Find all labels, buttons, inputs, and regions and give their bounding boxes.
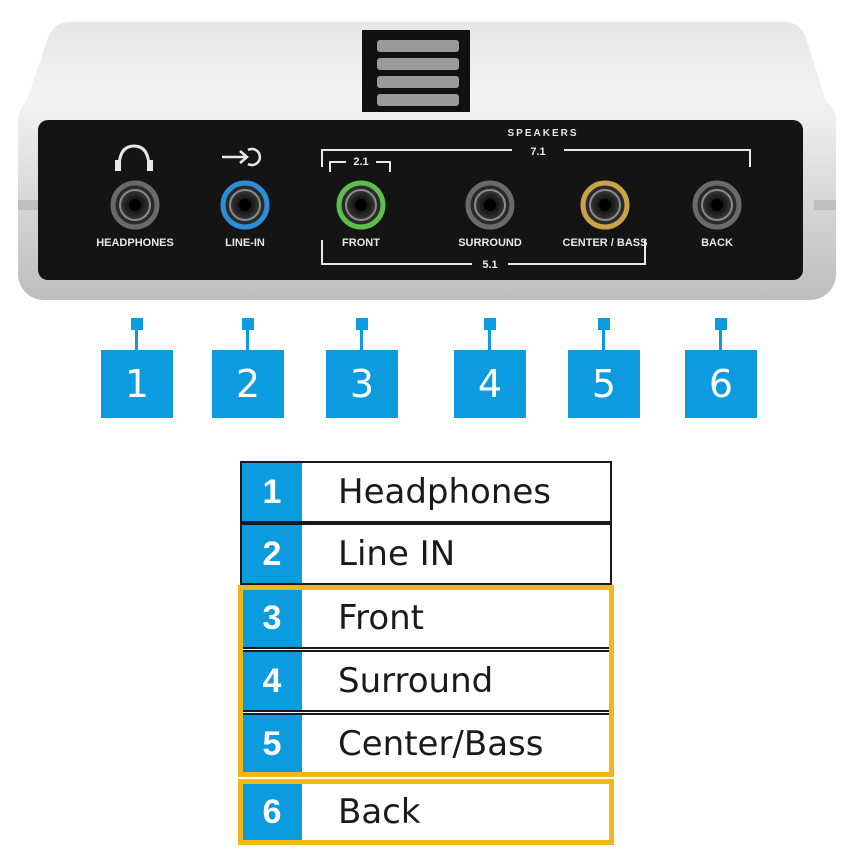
speakers-label: SPEAKERS [507,128,578,139]
marker-stem [719,328,722,350]
legend-label: Center/Bass [338,724,544,764]
front-panel [38,120,803,280]
marker-dot [484,318,496,330]
legend-number: 1 [242,463,302,521]
marker-number: 4 [454,350,526,418]
marker-number: 5 [568,350,640,418]
legend-number: 4 [242,652,302,710]
audio-jack-4[interactable]: SURROUND [458,180,522,249]
audio-jack-6[interactable]: BACK [692,180,742,249]
legend-label: Surround [338,661,494,701]
legend-label: Back [338,792,421,832]
legend-row-4: 4 Surround [240,650,612,712]
callout-marker-4: 4 [454,318,526,418]
marker-number: 1 [101,350,173,418]
marker-stem [602,328,605,350]
marker-stem [360,328,363,350]
port-label: SURROUND [458,237,522,249]
legend-number: 5 [242,715,302,773]
legend-label: Line IN [338,534,456,574]
line-in-icon [222,147,262,167]
jack-hole [129,199,141,211]
legend-label: Front [338,598,424,638]
port-label: HEADPHONES [96,237,174,249]
marker-dot [131,318,143,330]
marker-number: 2 [212,350,284,418]
sound-card-device: SPEAKERS 7.1 2.1 5.1 HEADPHONES LINE-IN FR… [18,22,836,300]
port-label: BACK [701,237,733,249]
jack-hole [599,199,611,211]
jack-hole [239,199,251,211]
audio-jack-5[interactable]: CENTER / BASS [563,180,648,249]
audio-jack-3[interactable]: FRONT [336,180,386,249]
legend-number: 2 [242,525,302,583]
callout-marker-5: 5 [568,318,640,418]
legend-row-5: 5 Center/Bass [240,713,612,775]
marker-number: 3 [326,350,398,418]
jack-hole [711,199,723,211]
legend-row-2: 2 Line IN [240,523,612,585]
jack-hole [484,199,496,211]
marker-dot [242,318,254,330]
legend-number: 3 [242,589,302,647]
callout-marker-1: 1 [101,318,173,418]
legend-label: Headphones [338,472,552,512]
callout-marker-3: 3 [326,318,398,418]
speakers-71-label: 7.1 [530,146,545,158]
jack-hole [355,199,367,211]
marker-dot [356,318,368,330]
callout-marker-6: 6 [685,318,757,418]
port-label: FRONT [342,237,380,249]
audio-jack-2[interactable]: LINE-IN [220,180,270,249]
marker-stem [246,328,249,350]
marker-stem [135,328,138,350]
marker-dot [598,318,610,330]
volume-buttons[interactable] [362,30,470,112]
headphones-icon [115,144,153,171]
port-label: LINE-IN [225,237,265,249]
speakers-21-label: 2.1 [353,156,368,168]
marker-dot [715,318,727,330]
legend-number: 6 [242,783,302,841]
speakers-51-label: 5.1 [482,259,497,271]
legend-row-6: 6 Back [240,781,612,843]
callout-marker-2: 2 [212,318,284,418]
marker-number: 6 [685,350,757,418]
audio-jack-1[interactable]: HEADPHONES [96,180,174,249]
legend-row-3: 3 Front [240,587,612,649]
marker-stem [488,328,491,350]
legend-row-1: 1 Headphones [240,461,612,523]
port-label: CENTER / BASS [563,237,648,249]
